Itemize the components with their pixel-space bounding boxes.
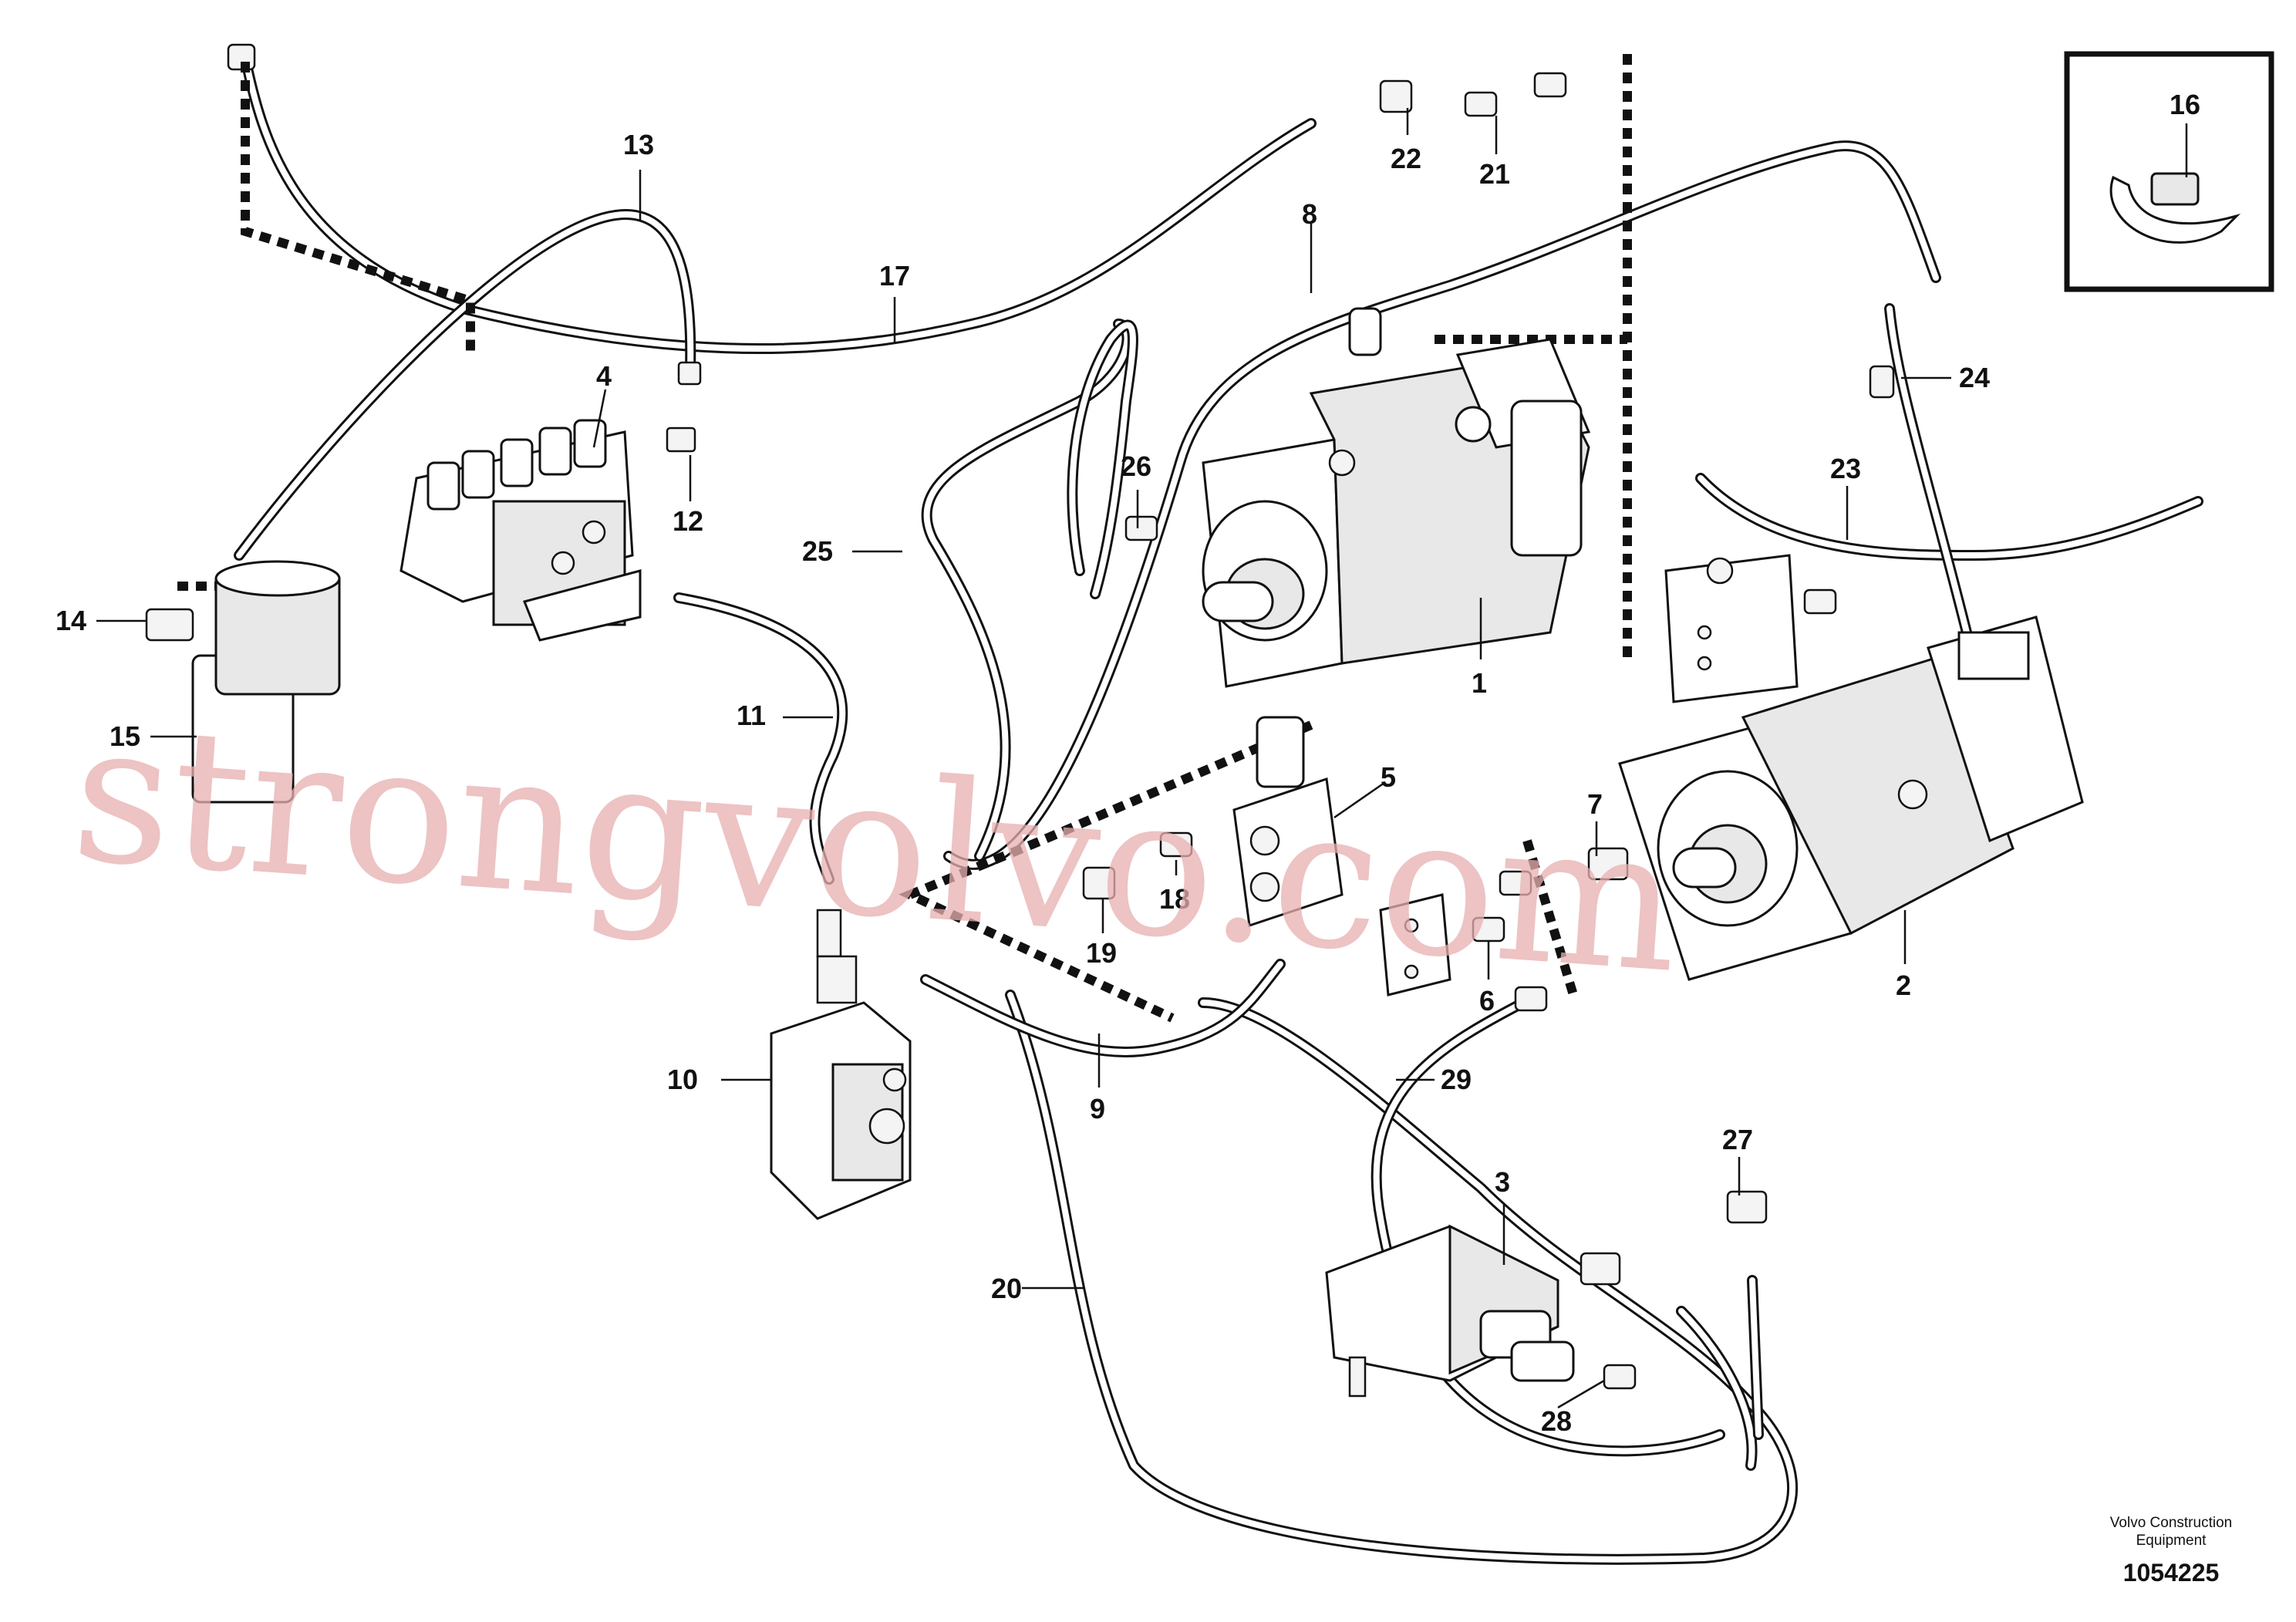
- publisher-line-1: Volvo Construction: [2110, 1515, 2232, 1531]
- block-23: [1664, 554, 1799, 703]
- hose-13: [234, 209, 696, 561]
- hose-28-line: [1676, 1275, 1764, 1471]
- hose-11: [673, 592, 848, 885]
- hose-17: [227, 43, 1317, 354]
- fittings: [666, 72, 1895, 1390]
- callout-26: 26: [1121, 450, 1151, 482]
- callout-14: 14: [56, 605, 86, 636]
- publisher-block: Volvo Construction Equipment 1054225: [2110, 1515, 2232, 1587]
- callout-2: 2: [1896, 969, 1911, 1001]
- hose-29: [1371, 997, 1725, 1457]
- inset-box-16: [2064, 51, 2274, 292]
- callout-9: 9: [1090, 1093, 1105, 1125]
- callout-21: 21: [1479, 158, 1510, 190]
- hose-9: [920, 959, 1286, 1057]
- callout-20: 20: [991, 1273, 1022, 1304]
- hose-20: [1005, 990, 1798, 1565]
- leader-lines: [96, 108, 2188, 1409]
- callout-19: 19: [1086, 937, 1117, 969]
- filter-15: [145, 560, 341, 804]
- callout-28: 28: [1541, 1405, 1572, 1437]
- hydraulic-motor-2: [1618, 615, 2084, 981]
- callout-11: 11: [737, 700, 766, 731]
- hose-8: [943, 140, 1941, 870]
- dashed-connectors: [177, 54, 1632, 1023]
- callout-29: 29: [1441, 1064, 1472, 1095]
- watermark: strongvolvo.com: [66, 679, 1687, 1016]
- callout-22: 22: [1391, 143, 1421, 174]
- valve-10: [770, 909, 912, 1220]
- hose-24: [1884, 303, 1972, 638]
- hydraulic-pump-1: [1202, 307, 1591, 688]
- callout-24: 24: [1959, 362, 1990, 393]
- callout-1: 1: [1472, 667, 1487, 699]
- valve-block-3: [1325, 1224, 1575, 1398]
- callout-27: 27: [1722, 1124, 1753, 1155]
- callout-labels: 1 2 3 4 5 6 7 8 9 10 11 12 13 14 15 16 1…: [56, 89, 2200, 1437]
- callout-4: 4: [596, 360, 612, 392]
- callout-18: 18: [1159, 883, 1190, 915]
- drawing-number: 1054225: [2123, 1559, 2220, 1587]
- callout-23: 23: [1830, 453, 1861, 484]
- hose-23: [1695, 473, 2203, 561]
- callout-10: 10: [667, 1064, 698, 1095]
- callout-13: 13: [623, 129, 654, 160]
- publisher-line-2: Equipment: [2136, 1533, 2207, 1549]
- block-6: [1379, 893, 1451, 996]
- callout-17: 17: [879, 260, 910, 292]
- callout-7: 7: [1587, 788, 1603, 820]
- callout-12: 12: [673, 505, 703, 537]
- callout-3: 3: [1495, 1166, 1510, 1198]
- control-valve-block-4: [400, 419, 642, 642]
- callout-16: 16: [2170, 89, 2200, 120]
- callout-8: 8: [1302, 198, 1317, 230]
- hose-26: [1067, 319, 1138, 599]
- callout-6: 6: [1479, 985, 1495, 1017]
- callout-15: 15: [110, 720, 140, 752]
- hose-25: [921, 319, 1133, 862]
- valve-5: [1232, 716, 1344, 927]
- callout-5: 5: [1381, 761, 1396, 793]
- callout-25: 25: [802, 535, 833, 567]
